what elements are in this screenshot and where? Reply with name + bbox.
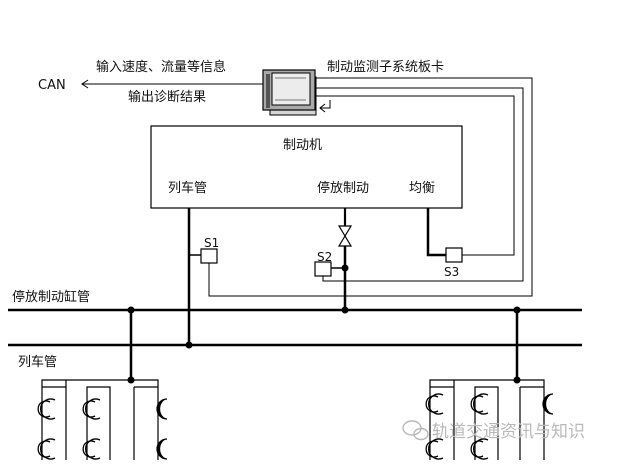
train-pipe-port-label: 列车管: [168, 180, 207, 196]
watermark: 轨道交通资讯与知识: [402, 420, 585, 442]
bogie-right: [429, 379, 545, 460]
s3-label: S3: [444, 265, 459, 279]
output-diagnosis-label: 输出诊断结果: [128, 89, 206, 105]
wechat-icon: [402, 420, 429, 441]
sensor-s1: [200, 248, 218, 264]
bogie-left: [41, 379, 159, 460]
pipes: [8, 208, 582, 380]
junction-dots: [127, 264, 521, 384]
s1-label: S1: [204, 236, 219, 250]
brake-cylinders-right: [425, 393, 554, 460]
board-card-label: 制动监测子系统板卡: [327, 60, 444, 75]
watermark-text: 轨道交通资讯与知识: [432, 422, 585, 442]
sensor-s3: [445, 247, 463, 263]
brake-cylinders-left: [37, 398, 168, 460]
can-arrows: [81, 79, 263, 89]
monitoring-board-card: [262, 69, 317, 116]
parking-brake-port-label: 停放制动: [317, 180, 369, 196]
brake-machine-box: [150, 125, 463, 209]
can-label: CAN: [38, 78, 66, 93]
equalizing-port-label: 均衡: [409, 181, 435, 196]
sensor-s2: [314, 261, 332, 277]
parking-valve-icon: [337, 225, 353, 247]
brake-machine-title: 制动机: [283, 138, 322, 153]
s2-label: S2: [317, 250, 332, 264]
parking-cylinder-pipe-label: 停放制动缸管: [12, 289, 90, 305]
train-pipe-line-label: 列车管: [18, 354, 57, 370]
signal-wires: [208, 77, 533, 297]
input-info-label: 输入速度、流量等信息: [96, 59, 226, 75]
